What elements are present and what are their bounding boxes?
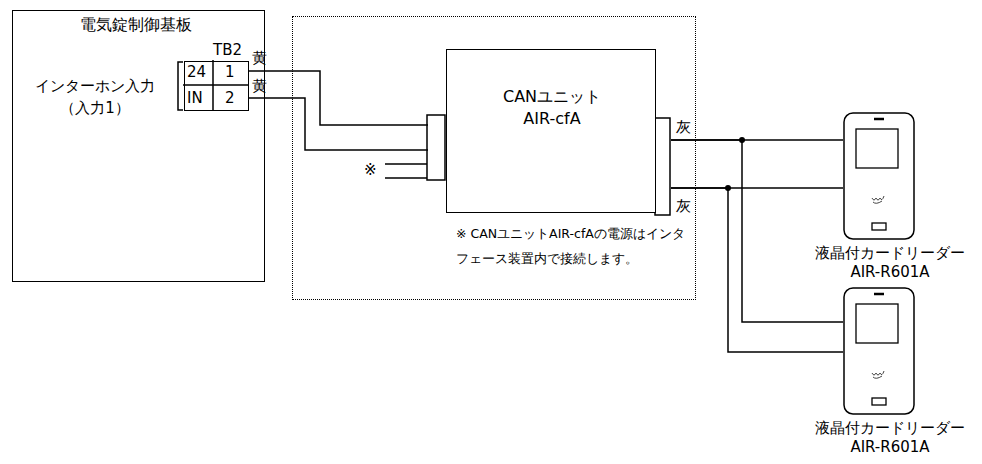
- reader-slot: [872, 223, 886, 230]
- reader-screen: [856, 304, 898, 343]
- reader-name: 液晶付カードリーダー AIR-R601A: [815, 419, 965, 457]
- reader-body: [844, 113, 914, 239]
- wire-color: 黄: [252, 77, 267, 95]
- pin-label: 24: [187, 63, 206, 81]
- power-wire: [385, 164, 427, 178]
- pin-label: IN: [187, 89, 203, 107]
- power-note: ※ CANユニットAIR-cfAの電源はインタフェース装置内で接続します。: [456, 221, 690, 271]
- reader-slot: [872, 398, 886, 405]
- card-reader-shape: [843, 112, 915, 240]
- wire: [671, 188, 843, 352]
- card-reader: 液晶付カードリーダー AIR-R601A: [815, 110, 971, 288]
- terminal-divider: [183, 60, 248, 110]
- connector-symbol: [655, 118, 670, 215]
- input-label: インターホン入力 （入力1）: [14, 76, 176, 120]
- junction-dot: [725, 185, 731, 191]
- reader-indicator: [874, 118, 884, 121]
- unit-name: CANユニット AIR-cfA: [487, 86, 617, 129]
- card-reader: 液晶付カードリーダー AIR-R601A: [815, 285, 971, 463]
- wire: [249, 98, 428, 150]
- interface-unit-region: ※ CANユニットAIR-cfAの電源はインタフェース装置内で接続します。 CAN…: [292, 16, 696, 300]
- wire-color: 灰: [676, 118, 691, 136]
- wire: [671, 140, 843, 322]
- reader-indicator: [874, 293, 884, 296]
- can-unit-box: CANユニット AIR-cfA: [446, 49, 656, 213]
- wire-color: 黄: [252, 49, 267, 67]
- reader-logo: [872, 371, 884, 378]
- reader-name: 液晶付カードリーダー AIR-R601A: [815, 244, 965, 282]
- reader-screen: [856, 129, 898, 168]
- terminal-name: TB2: [213, 41, 253, 59]
- wire-color: 灰: [676, 197, 691, 215]
- input-bracket: [178, 62, 183, 110]
- note-mark: ※: [364, 161, 377, 179]
- reader-logo: [872, 196, 884, 203]
- connector-symbol: [427, 115, 445, 180]
- pin-label: 1: [225, 63, 235, 81]
- board-title: 電気錠制御基板: [13, 15, 259, 34]
- card-reader-shape: [843, 287, 915, 415]
- pin-label: 2: [225, 89, 235, 107]
- reader-body: [844, 288, 914, 414]
- junction-dot: [739, 137, 745, 143]
- control-board: 電気錠制御基板 TB2: [12, 10, 265, 282]
